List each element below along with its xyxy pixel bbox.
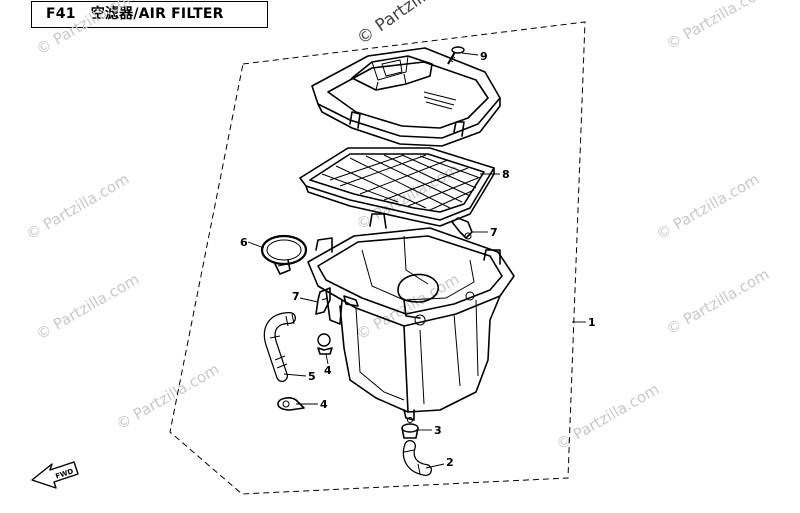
watermark-bottom-left: © Partzilla.com (113, 360, 222, 433)
watermark-lower-left: © Partzilla.com (33, 270, 142, 343)
callout-9: 9 (480, 50, 488, 63)
callout-6: 6 (240, 236, 248, 249)
watermarks: © Partzilla.com © Partzilla.com © Partzi… (23, 0, 772, 453)
leader-lines (247, 52, 586, 469)
breather-hose-part (263, 312, 296, 382)
clip-lower-part (277, 397, 305, 411)
watermark-top: © Partzilla.com (353, 0, 472, 49)
clip-upper-part (317, 333, 333, 355)
callout-numbers: 9 8 7 6 7 1 4 5 4 3 2 (240, 50, 596, 469)
callout-1: 1 (588, 316, 596, 329)
watermark-mid: © Partzilla.com (353, 160, 462, 233)
forward-direction-arrow: FWD (31, 461, 79, 489)
watermark-top-left: © Partzilla.com (33, 0, 142, 58)
air-filter-housing-part (307, 213, 515, 423)
hose-clip-lower-part (315, 287, 331, 315)
callout-8: 8 (502, 168, 510, 181)
diagram-title: F41 空滤器/AIR FILTER (31, 1, 268, 28)
hose-clip-upper-part (451, 217, 473, 240)
figure-code: F41 (46, 6, 76, 22)
filter-element-part (299, 147, 495, 227)
hose-clamp-part (401, 423, 419, 439)
watermark-top-right: © Partzilla.com (663, 0, 772, 53)
watermark-lower-right: © Partzilla.com (663, 265, 772, 338)
band-clamp-part (260, 234, 308, 275)
assembly-boundary (169, 21, 586, 495)
callout-2: 2 (446, 456, 454, 469)
screw-part (447, 46, 465, 65)
watermark-mid-right: © Partzilla.com (653, 170, 762, 243)
callout-7-lower: 7 (292, 290, 300, 303)
callout-4-lower: 4 (320, 398, 328, 411)
callout-4-upper: 4 (324, 364, 332, 377)
watermark-lower-mid: © Partzilla.com (353, 270, 462, 343)
callout-3: 3 (434, 424, 442, 437)
callout-5: 5 (308, 370, 316, 383)
watermark-mid-left: © Partzilla.com (23, 170, 132, 243)
figure-title: 空滤器/AIR FILTER (90, 6, 224, 22)
callout-7-upper: 7 (490, 226, 498, 239)
drain-hose-part (402, 440, 432, 476)
air-filter-cover (311, 47, 501, 147)
